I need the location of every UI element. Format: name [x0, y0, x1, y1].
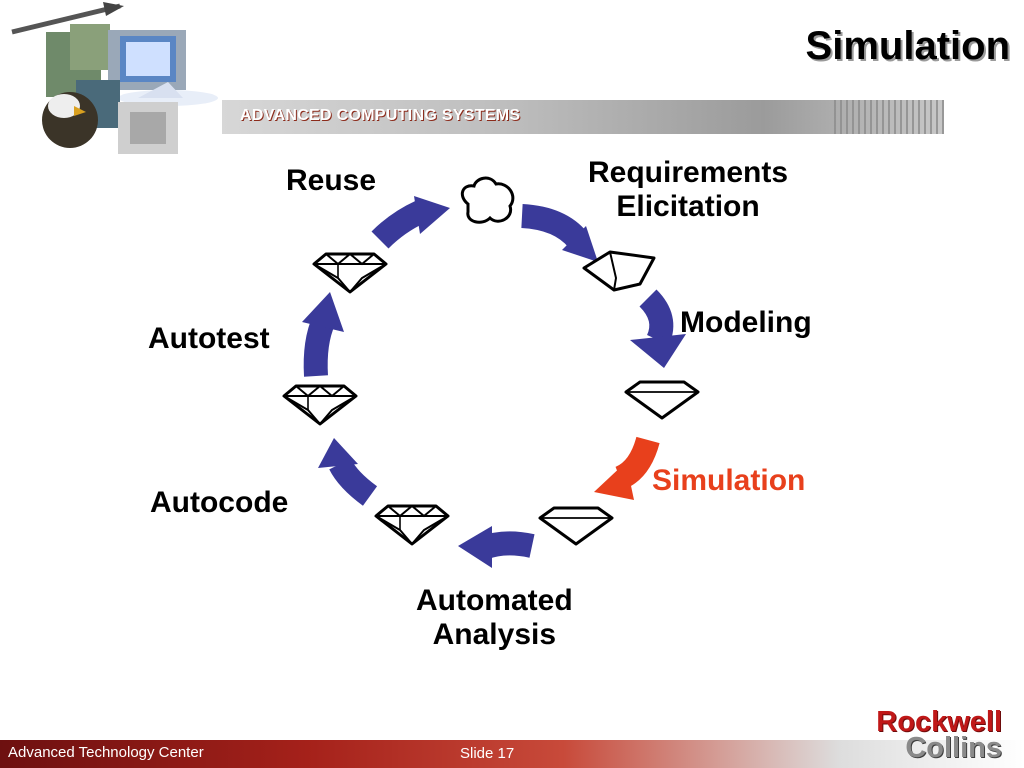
logo-rockwell: Rockwell: [876, 706, 1002, 738]
analysis-gem-icon: [374, 504, 450, 546]
autotest-gem-icon: [312, 252, 388, 294]
cycle-arrows: [302, 196, 686, 568]
arrow-head-3: [594, 462, 634, 500]
header-collage-image: [11, 2, 218, 154]
arrow-head-6: [302, 292, 344, 332]
footer-org-text: Advanced Technology Center: [8, 744, 204, 761]
footer-slide-number: Slide 17: [460, 745, 515, 762]
label-autotest: Autotest: [148, 322, 270, 355]
modeling-gem-icon: [624, 380, 700, 420]
label-requirements-line2: Elicitation: [616, 190, 760, 223]
slide-title: Simulation: [805, 24, 1010, 68]
arrow-head-7: [414, 196, 450, 234]
autocode-gem-icon: [282, 384, 358, 426]
label-simulation: Simulation: [652, 464, 806, 497]
arrow-head-4: [458, 526, 492, 568]
label-requirements: Requirements Elicitation: [588, 156, 788, 224]
logo-collins: Collins: [905, 732, 1002, 764]
label-automated-line2: Analysis: [432, 618, 557, 651]
arrow-analysis-to-autocode: [329, 458, 378, 506]
label-modeling: Modeling: [680, 306, 812, 339]
arrow-gem-to-reuse: [371, 201, 426, 249]
arrow-autotest-to-gem: [303, 315, 336, 377]
label-reuse: Reuse: [286, 164, 377, 197]
label-automated-line1: Automated: [416, 584, 573, 617]
section-banner: ADVANCED COMPUTING SYSTEMS: [222, 100, 944, 134]
arrow-requirements-to-modeling: [639, 289, 674, 345]
banner-stripes: [834, 100, 944, 134]
label-requirements-line1: Requirements: [588, 156, 789, 189]
cloud-icon: [460, 176, 515, 224]
label-automated-analysis: Automated Analysis: [416, 584, 573, 652]
simulation-gem-icon: [538, 506, 614, 546]
banner-text: ADVANCED COMPUTING SYSTEMS: [240, 107, 521, 124]
arrow-head-2: [630, 334, 686, 368]
label-autocode: Autocode: [150, 486, 289, 519]
arrow-head-5: [318, 438, 358, 468]
arrow-reuse-to-requirements: [521, 204, 588, 249]
arrow-head-1: [562, 226, 598, 262]
footer-bar: [0, 740, 1024, 768]
